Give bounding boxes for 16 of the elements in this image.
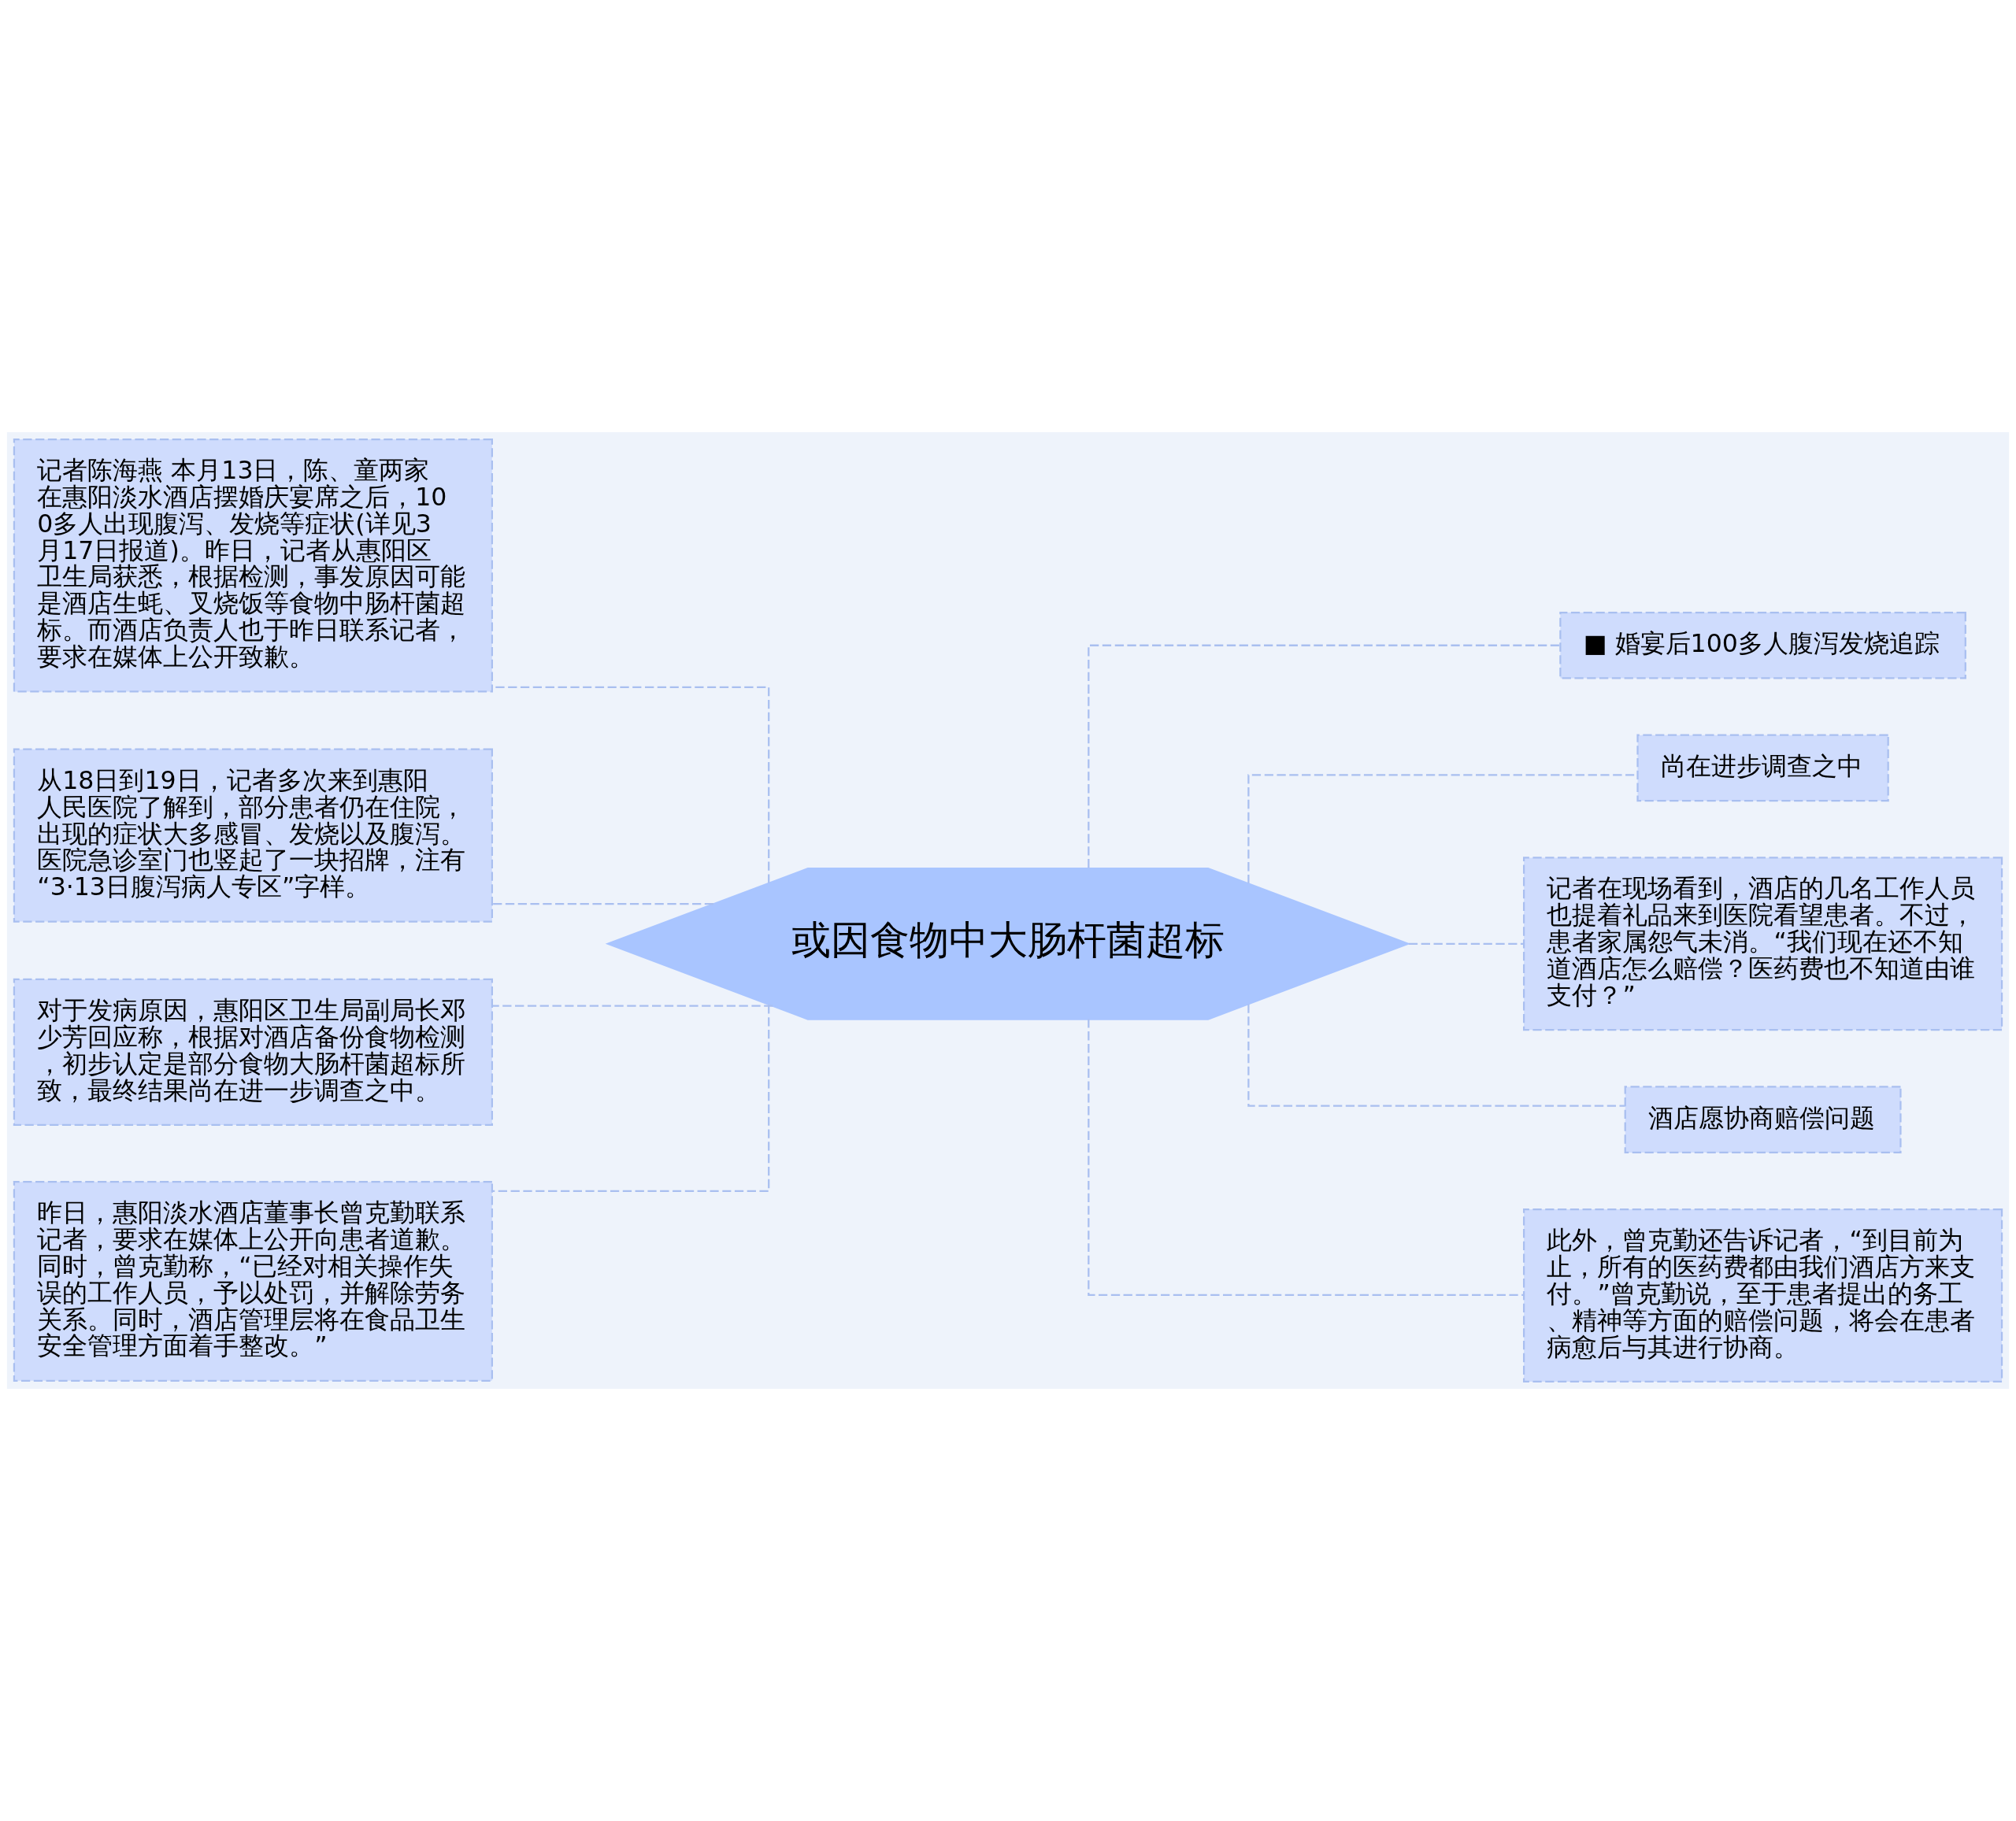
- node-box: 记者在现场看到，酒店的几名工作人员也提着礼品来到医院看望患者。不过，患者家属怨气未消。“我们现在还不知道酒店怎么赔偿？医药费也不知道由谁支付？”: [1523, 857, 2003, 1031]
- connector: [1088, 1019, 1524, 1297]
- node-box: 从18日到19日，记者多次来到惠阳人民医院了解到，部分患者仍在住院，出现的症状大多感冒、发烧以及腹泻。医院急诊室门也竖起了一块招牌，注有“3·13日腹泻病人专区”字样。: [13, 748, 493, 923]
- node-box: 尚在进步调查之中: [1636, 734, 1889, 802]
- connector: [492, 1005, 773, 1007]
- connector: [1408, 942, 1524, 945]
- connector: [1247, 1004, 1625, 1107]
- connector: [492, 1005, 770, 1192]
- node-box: 记者陈海燕 本月13日，陈、童两家在惠阳淡水酒店摆婚庆宴席之后，100多人出现腹泻、发烧等症状(详见3月17日报道)。昨日，记者从惠阳区卫生局获悉，根据检测，事发原因可能是酒店生蚝、叉烧饭等食物中肠杆菌超标。而酒店负责人也于昨日联系记者，要求在媒体上公开致歉。: [13, 438, 493, 693]
- connector: [492, 902, 713, 905]
- node-box: 昨日，惠阳淡水酒店董事长曾克勤联系记者，要求在媒体上公开向患者道歉。同时，曾克勤称，“已经对相关操作失误的工作人员，予以处罚，并解除劳务关系。同时，酒店管理层将在食品卫生安全管理方面着手整改。”: [13, 1181, 493, 1382]
- node-box: 对于发病原因，惠阳区卫生局副局长邓少芳回应称，根据对酒店备份食物检测，初步认定是部分食物大肠杆菌超标所致，最终结果尚在进一步调查之中。: [13, 978, 493, 1127]
- node-box: ■ 婚宴后100多人腹泻发烧追踪: [1559, 611, 1966, 679]
- node-box: 此外，曾克勤还告诉记者，“到目前为止，所有的医药费都由我们酒店方来支付。”曾克勤说，至于患者提出的务工、精神等方面的赔偿问题，将会在患者病愈后与其进行协商。: [1523, 1208, 2003, 1383]
- connector: [1088, 644, 1561, 868]
- node-box: 酒店愿协商赔偿问题: [1624, 1086, 1902, 1154]
